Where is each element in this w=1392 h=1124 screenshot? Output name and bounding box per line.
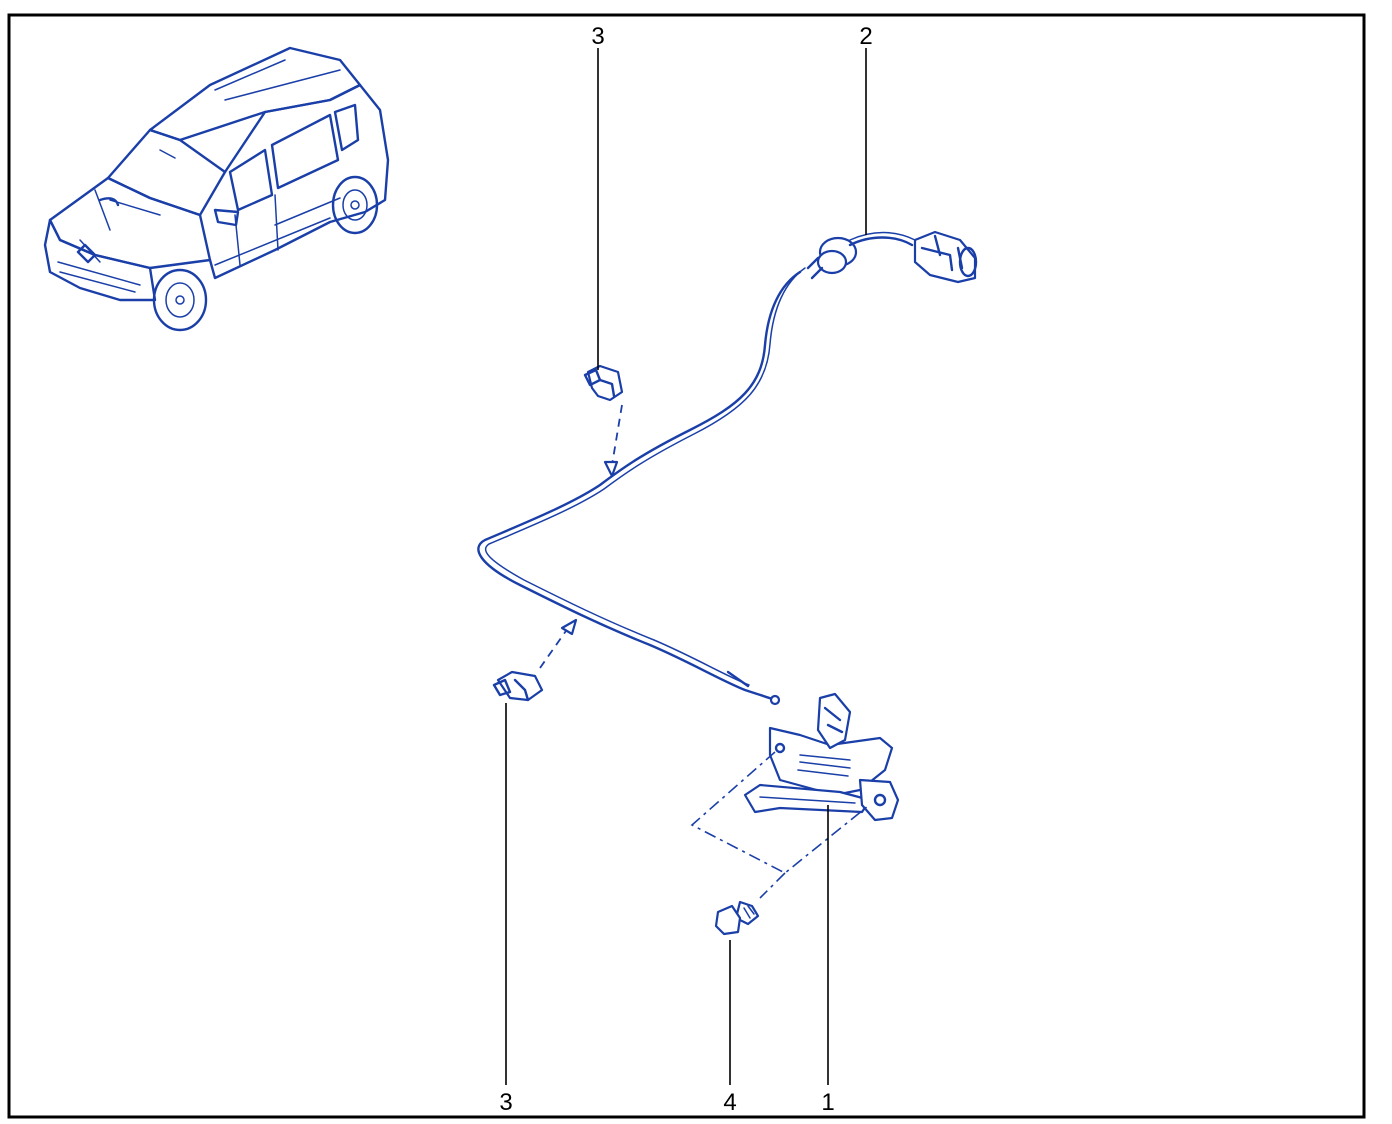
mounting-bolt <box>714 900 760 936</box>
vehicle-illustration <box>43 46 390 332</box>
callout-label-bottom-middle: 4 <box>723 1089 736 1116</box>
hood-latch <box>690 692 900 899</box>
callout-label-bottom-left: 3 <box>499 1089 512 1116</box>
cable-clip-lower <box>492 618 578 702</box>
cable-clip-upper <box>583 364 624 478</box>
callout-label-top-left: 3 <box>591 23 604 50</box>
hood-release-cable <box>477 230 978 706</box>
callout-label-bottom-right: 1 <box>821 1089 834 1116</box>
diagram-frame <box>7 13 1366 1119</box>
callout-label-top-right: 2 <box>859 23 872 50</box>
